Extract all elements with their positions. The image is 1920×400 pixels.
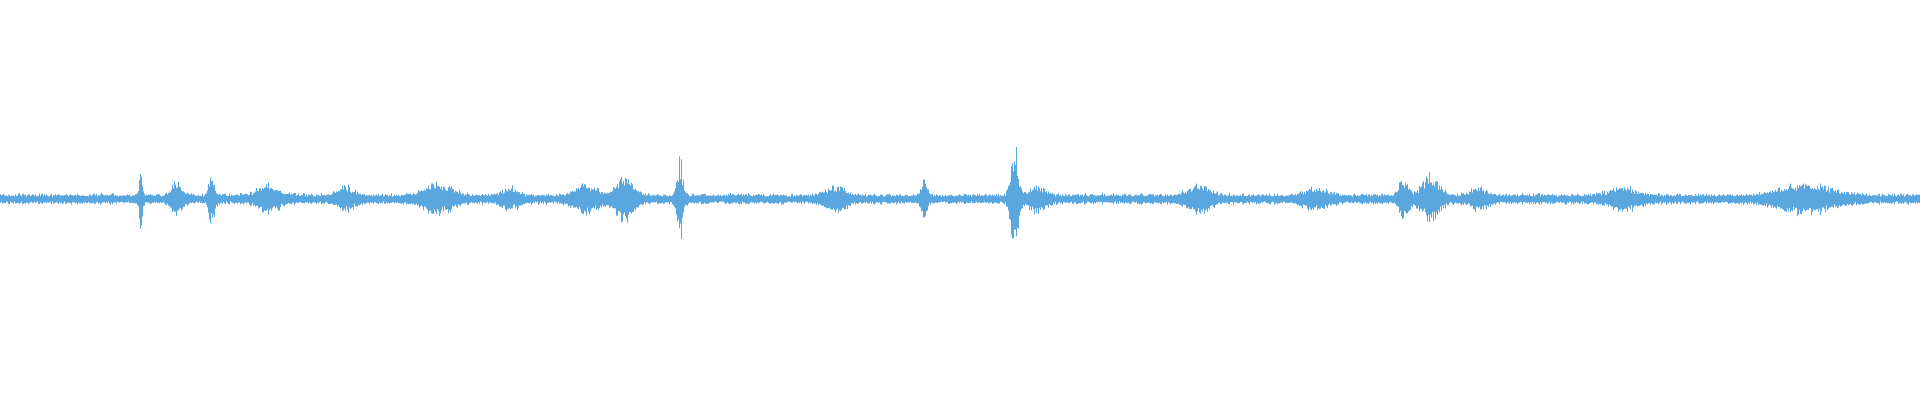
waveform-trace: [0, 147, 1920, 239]
